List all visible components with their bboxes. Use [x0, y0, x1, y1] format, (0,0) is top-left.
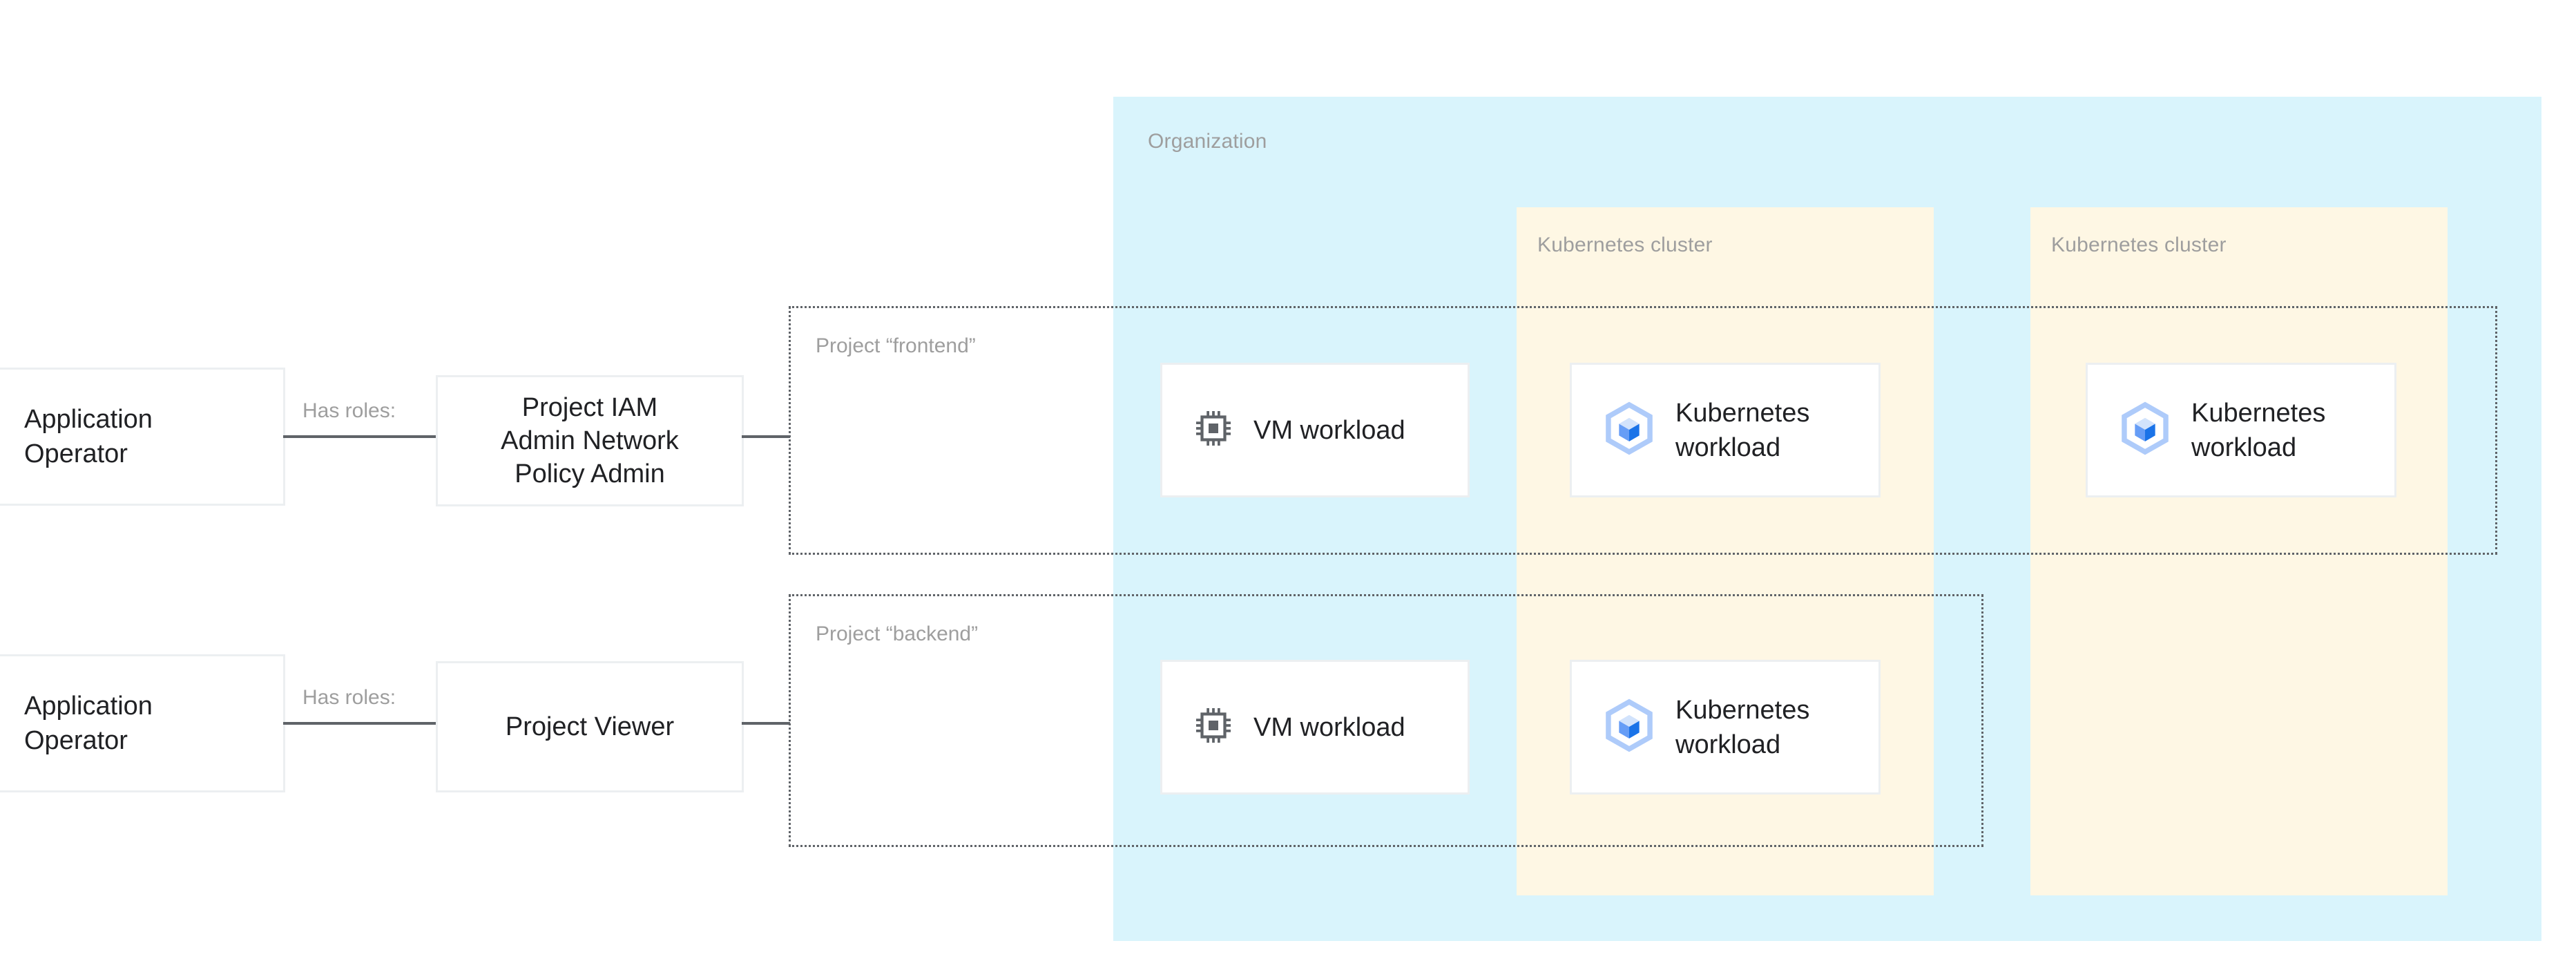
connector-actor-to-role-frontend [283, 435, 438, 438]
project-frontend-label: Project “frontend” [816, 334, 976, 357]
actor-label-backend: Application Operator [24, 692, 153, 755]
workload-card-frontend-k8s-a[interactable]: Kubernetes workload [1570, 363, 1881, 497]
gke-cube-icon [1602, 698, 1656, 756]
actor-label-frontend: Application Operator [24, 405, 153, 468]
kubernetes-cluster-2-label: Kubernetes cluster [2051, 234, 2227, 256]
connector-role-to-project-frontend [742, 435, 790, 438]
project-backend-label: Project “backend” [816, 622, 979, 645]
person-icon [0, 701, 6, 747]
role-card-backend[interactable]: Project Viewer [436, 661, 744, 792]
actor-card-frontend[interactable]: Application Operator [0, 368, 285, 506]
gke-cube-icon [2118, 401, 2172, 459]
actor-card-backend[interactable]: Application Operator [0, 654, 285, 792]
edge-label-has-roles-backend: Has roles: [302, 686, 396, 709]
workload-label-frontend-k8s-b: Kubernetes workload [2191, 398, 2326, 462]
cpu-chip-icon [1193, 705, 1234, 750]
workload-card-backend-vm[interactable]: VM workload [1160, 660, 1470, 795]
workload-card-backend-k8s[interactable]: Kubernetes workload [1570, 660, 1881, 795]
kubernetes-cluster-2-region: Kubernetes cluster [2030, 207, 2448, 895]
role-label-backend: Project Viewer [505, 712, 675, 741]
role-card-frontend[interactable]: Project IAM Admin Network Policy Admin [436, 375, 744, 506]
person-icon [0, 414, 6, 460]
organization-label: Organization [1148, 130, 1267, 153]
project-backend-region: Project “backend” [789, 594, 1983, 847]
edge-label-has-roles-frontend: Has roles: [302, 399, 396, 422]
project-frontend-region: Project “frontend” [789, 306, 2497, 555]
kubernetes-cluster-1-label: Kubernetes cluster [1537, 234, 1713, 256]
gke-cube-icon [1602, 401, 1656, 459]
cpu-chip-icon [1193, 408, 1234, 453]
workload-label-frontend-vm: VM workload [1253, 415, 1405, 445]
workload-card-frontend-k8s-b[interactable]: Kubernetes workload [2086, 363, 2396, 497]
workload-card-frontend-vm[interactable]: VM workload [1160, 363, 1470, 497]
workload-label-backend-k8s: Kubernetes workload [1675, 695, 1810, 759]
workload-label-frontend-k8s-a: Kubernetes workload [1675, 398, 1810, 462]
workload-label-backend-vm: VM workload [1253, 712, 1405, 742]
connector-actor-to-role-backend [283, 722, 438, 725]
connector-role-to-project-backend [742, 722, 790, 725]
role-label-frontend: Project IAM Admin Network Policy Admin [501, 393, 679, 488]
